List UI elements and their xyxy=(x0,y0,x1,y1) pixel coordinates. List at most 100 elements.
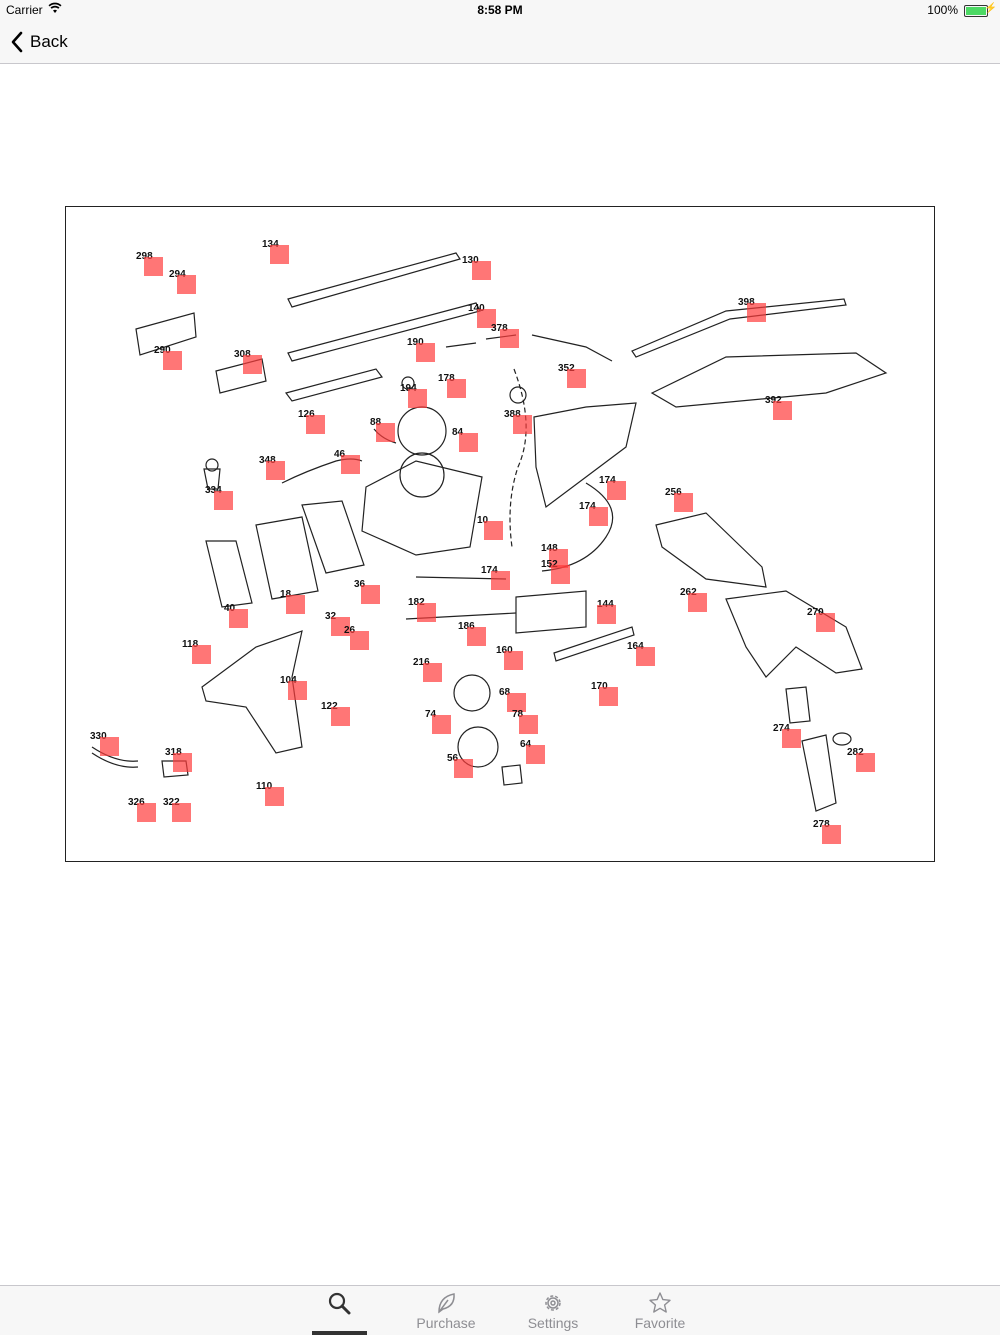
part-hotspot[interactable] xyxy=(549,549,568,568)
part-hotspot[interactable] xyxy=(306,415,325,434)
part-hotspot[interactable] xyxy=(597,605,616,624)
part-number-label: 308 xyxy=(234,349,251,360)
part-number-label: 178 xyxy=(438,373,455,384)
part-hotspot[interactable] xyxy=(270,245,289,264)
part-number-label: 84 xyxy=(452,427,464,438)
part-hotspot[interactable] xyxy=(688,593,707,612)
tab-label: Favorite xyxy=(634,1315,686,1331)
part-number-label: 74 xyxy=(425,709,437,720)
part-hotspot[interactable] xyxy=(674,493,693,512)
part-number-label: 130 xyxy=(462,255,479,266)
part-number-label: 274 xyxy=(773,723,790,734)
part-hotspot[interactable] xyxy=(432,715,451,734)
part-number-label: 392 xyxy=(765,395,782,406)
part-number-label: 322 xyxy=(163,797,180,808)
part-hotspot[interactable] xyxy=(589,507,608,526)
tab-search[interactable] xyxy=(289,1286,389,1335)
part-hotspot[interactable] xyxy=(100,737,119,756)
star-icon xyxy=(649,1292,671,1313)
part-hotspot[interactable] xyxy=(376,423,395,442)
part-number-label: 170 xyxy=(591,681,608,692)
part-hotspot[interactable] xyxy=(472,261,491,280)
part-hotspot[interactable] xyxy=(243,355,262,374)
part-number-label: 32 xyxy=(325,611,336,622)
part-hotspot[interactable] xyxy=(607,481,626,500)
part-hotspot[interactable] xyxy=(454,759,473,778)
part-hotspot[interactable] xyxy=(417,603,436,622)
part-hotspot[interactable] xyxy=(567,369,586,388)
part-number-label: 318 xyxy=(165,747,182,758)
part-hotspot[interactable] xyxy=(477,309,496,328)
part-hotspot[interactable] xyxy=(507,693,526,712)
part-hotspot[interactable] xyxy=(341,455,360,474)
search-icon xyxy=(328,1292,351,1315)
clock: 8:58 PM xyxy=(477,3,523,17)
part-number-label: 134 xyxy=(262,239,279,250)
part-number-label: 78 xyxy=(512,709,524,720)
part-number-label: 334 xyxy=(205,485,222,496)
part-hotspot[interactable] xyxy=(856,753,875,772)
part-number-label: 152 xyxy=(541,559,558,570)
part-hotspot[interactable] xyxy=(163,351,182,370)
part-hotspot[interactable] xyxy=(484,521,503,540)
part-number-label: 388 xyxy=(504,409,521,420)
part-hotspot[interactable] xyxy=(177,275,196,294)
part-hotspot[interactable] xyxy=(504,651,523,670)
part-number-label: 110 xyxy=(256,781,272,792)
part-hotspot[interactable] xyxy=(636,647,655,666)
part-hotspot[interactable] xyxy=(172,803,191,822)
part-hotspot[interactable] xyxy=(423,663,442,682)
part-hotspot[interactable] xyxy=(416,343,435,362)
part-hotspot[interactable] xyxy=(526,745,545,764)
leaf-icon xyxy=(438,1293,455,1314)
part-hotspot[interactable] xyxy=(331,707,350,726)
part-hotspot[interactable] xyxy=(519,715,538,734)
part-hotspot[interactable] xyxy=(447,379,466,398)
tab-label: Purchase xyxy=(416,1315,476,1331)
tab-favorite[interactable]: Favorite xyxy=(610,1286,710,1335)
part-number-label: 140 xyxy=(468,303,485,314)
part-hotspot[interactable] xyxy=(361,585,380,604)
part-hotspot[interactable] xyxy=(822,825,841,844)
part-number-label: 88 xyxy=(370,417,381,428)
part-number-label: 294 xyxy=(169,269,186,280)
tab-bar: Purchase Settings Favorite xyxy=(0,1285,1000,1335)
gear-icon xyxy=(545,1295,561,1311)
part-hotspot[interactable] xyxy=(467,627,486,646)
tab-purchase[interactable]: Purchase xyxy=(396,1286,496,1335)
part-hotspot[interactable] xyxy=(459,433,478,452)
part-hotspot[interactable] xyxy=(816,613,835,632)
part-hotspot[interactable] xyxy=(551,565,570,584)
part-hotspot[interactable] xyxy=(773,401,792,420)
part-number-label: 104 xyxy=(280,675,297,686)
part-number-label: 174 xyxy=(579,501,596,512)
part-hotspot[interactable] xyxy=(286,595,305,614)
part-number-label: 40 xyxy=(224,603,235,614)
part-hotspot[interactable] xyxy=(137,803,156,822)
part-hotspot[interactable] xyxy=(500,329,519,348)
part-hotspot[interactable] xyxy=(408,389,427,408)
part-hotspot[interactable] xyxy=(747,303,766,322)
tab-settings[interactable]: Settings xyxy=(503,1286,603,1335)
part-number-label: 68 xyxy=(499,687,511,698)
battery-percent: 100% xyxy=(927,3,958,17)
back-button[interactable]: Back xyxy=(10,28,68,56)
part-hotspot[interactable] xyxy=(265,787,284,806)
part-hotspot[interactable] xyxy=(173,753,192,772)
part-number-label: 190 xyxy=(407,337,424,348)
part-number-label: 174 xyxy=(481,565,498,576)
part-hotspot[interactable] xyxy=(782,729,801,748)
part-hotspot[interactable] xyxy=(350,631,369,650)
part-hotspot[interactable] xyxy=(144,257,163,276)
part-hotspot[interactable] xyxy=(214,491,233,510)
part-hotspot[interactable] xyxy=(229,609,248,628)
part-hotspot[interactable] xyxy=(599,687,618,706)
part-hotspot[interactable] xyxy=(491,571,510,590)
part-number-label: 398 xyxy=(738,297,755,308)
part-hotspot[interactable] xyxy=(192,645,211,664)
carrier-label: Carrier xyxy=(6,3,43,17)
part-hotspot[interactable] xyxy=(266,461,285,480)
part-hotspot[interactable] xyxy=(513,415,532,434)
part-hotspot[interactable] xyxy=(288,681,307,700)
part-hotspot[interactable] xyxy=(331,617,350,636)
